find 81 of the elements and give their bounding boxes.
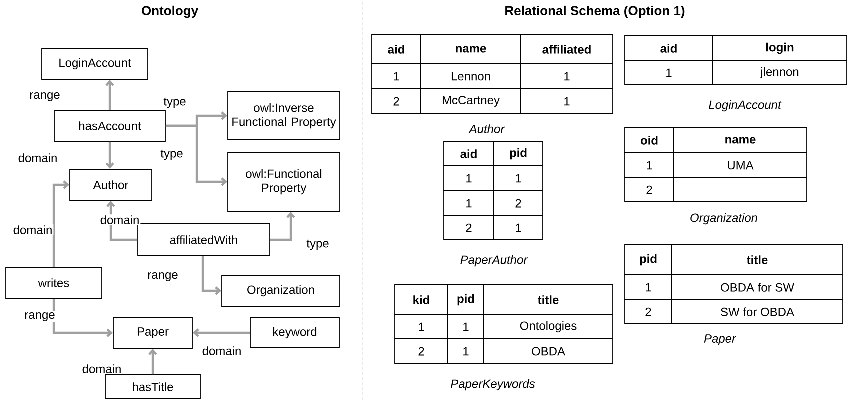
arrow (106, 200, 138, 242)
table-cell: 2 (624, 300, 672, 324)
header-cell: name (420, 34, 522, 64)
heading: Ontology (142, 6, 198, 18)
table-cell: 2 (624, 178, 674, 202)
class-box: affiliatedWith (138, 224, 270, 256)
table-cell: 1 (494, 166, 544, 192)
table-caption: Author (468, 124, 506, 134)
class-box: writes (6, 267, 102, 299)
class-box: hasTitle (105, 374, 201, 400)
header-cell: login (712, 36, 848, 62)
arrow (52, 298, 114, 338)
table-cell: 1 (494, 216, 544, 240)
edge-label: type (306, 238, 330, 252)
table-cell: Lennon (420, 64, 522, 90)
header-cell: pid (448, 284, 484, 316)
arrow (106, 80, 114, 110)
table-cell: SW for OBDA (672, 300, 844, 324)
table-caption: LoginAccount (709, 100, 782, 112)
edge-label: domain (99, 214, 141, 226)
arrow (270, 212, 296, 242)
table-cell: OBDA for SW (672, 274, 844, 300)
class-box: owl:Functional Property (228, 152, 340, 212)
class-box: hasAccount (54, 110, 166, 142)
header-cell: title (484, 284, 614, 316)
table-cell: 1 (444, 166, 494, 192)
header-cell: aid (624, 36, 714, 62)
table-cell: 1 (444, 190, 494, 216)
class-box: owl:Inverse Functional Property (228, 92, 340, 140)
class-box: LoginAccount (42, 48, 148, 80)
table-caption: Organization (690, 213, 758, 225)
table-cell: 1 (448, 338, 484, 364)
table-cell: 2 (494, 190, 544, 216)
header-cell: aid (444, 142, 494, 166)
arrow (52, 180, 70, 268)
table-cell: 1 (520, 64, 614, 90)
table-cell: UMA (674, 152, 808, 178)
class-box: keyword (250, 318, 340, 348)
edge-label: type (160, 148, 184, 162)
edge-label: range (146, 272, 180, 282)
edge-label: range (24, 312, 56, 322)
edge-label: type (162, 96, 188, 110)
header-cell: oid (624, 128, 674, 154)
edge-label: range (28, 92, 62, 102)
table-caption: PaperAuthor (460, 255, 528, 267)
heading: Relational Schema (Option 1) (506, 6, 685, 18)
class-box: Author (70, 169, 152, 201)
table-cell: 1 (624, 152, 674, 178)
header-cell: title (672, 244, 844, 276)
table-cell: 1 (394, 314, 448, 340)
table-cell: 2 (372, 88, 422, 114)
header-cell: affiliated (520, 34, 614, 64)
edge-label: domain (81, 364, 123, 374)
edge-label: domain (17, 152, 59, 164)
header-cell: aid (372, 34, 422, 64)
table-cell: McCartney (420, 88, 522, 114)
arrow (192, 328, 250, 338)
table-caption: Paper (704, 334, 736, 346)
table-cell: OBDA (484, 338, 614, 364)
table-cell: 2 (394, 338, 448, 364)
edge-label: domain (12, 224, 54, 236)
arrow (202, 256, 222, 296)
class-box: Organization (222, 275, 340, 307)
table-cell: Ontologies (484, 314, 614, 340)
class-box: Paper (113, 317, 193, 349)
header-cell: kid (394, 284, 448, 316)
arrow (166, 124, 228, 186)
table-cell: jlennon (712, 60, 848, 86)
header-cell: name (674, 128, 808, 154)
table-cell: 1 (624, 274, 672, 300)
table-cell: 1 (448, 314, 484, 340)
table-cell: 1 (520, 88, 614, 114)
edge-label: domain (201, 346, 243, 356)
header-cell: pid (494, 142, 544, 166)
table-caption: PaperKeywords (451, 379, 536, 391)
table-cell: 2 (444, 216, 494, 240)
table-cell: 1 (372, 64, 422, 90)
header-cell: pid (624, 244, 672, 276)
arrow (106, 142, 114, 170)
arrow (148, 348, 158, 375)
table-cell: 1 (624, 60, 714, 86)
